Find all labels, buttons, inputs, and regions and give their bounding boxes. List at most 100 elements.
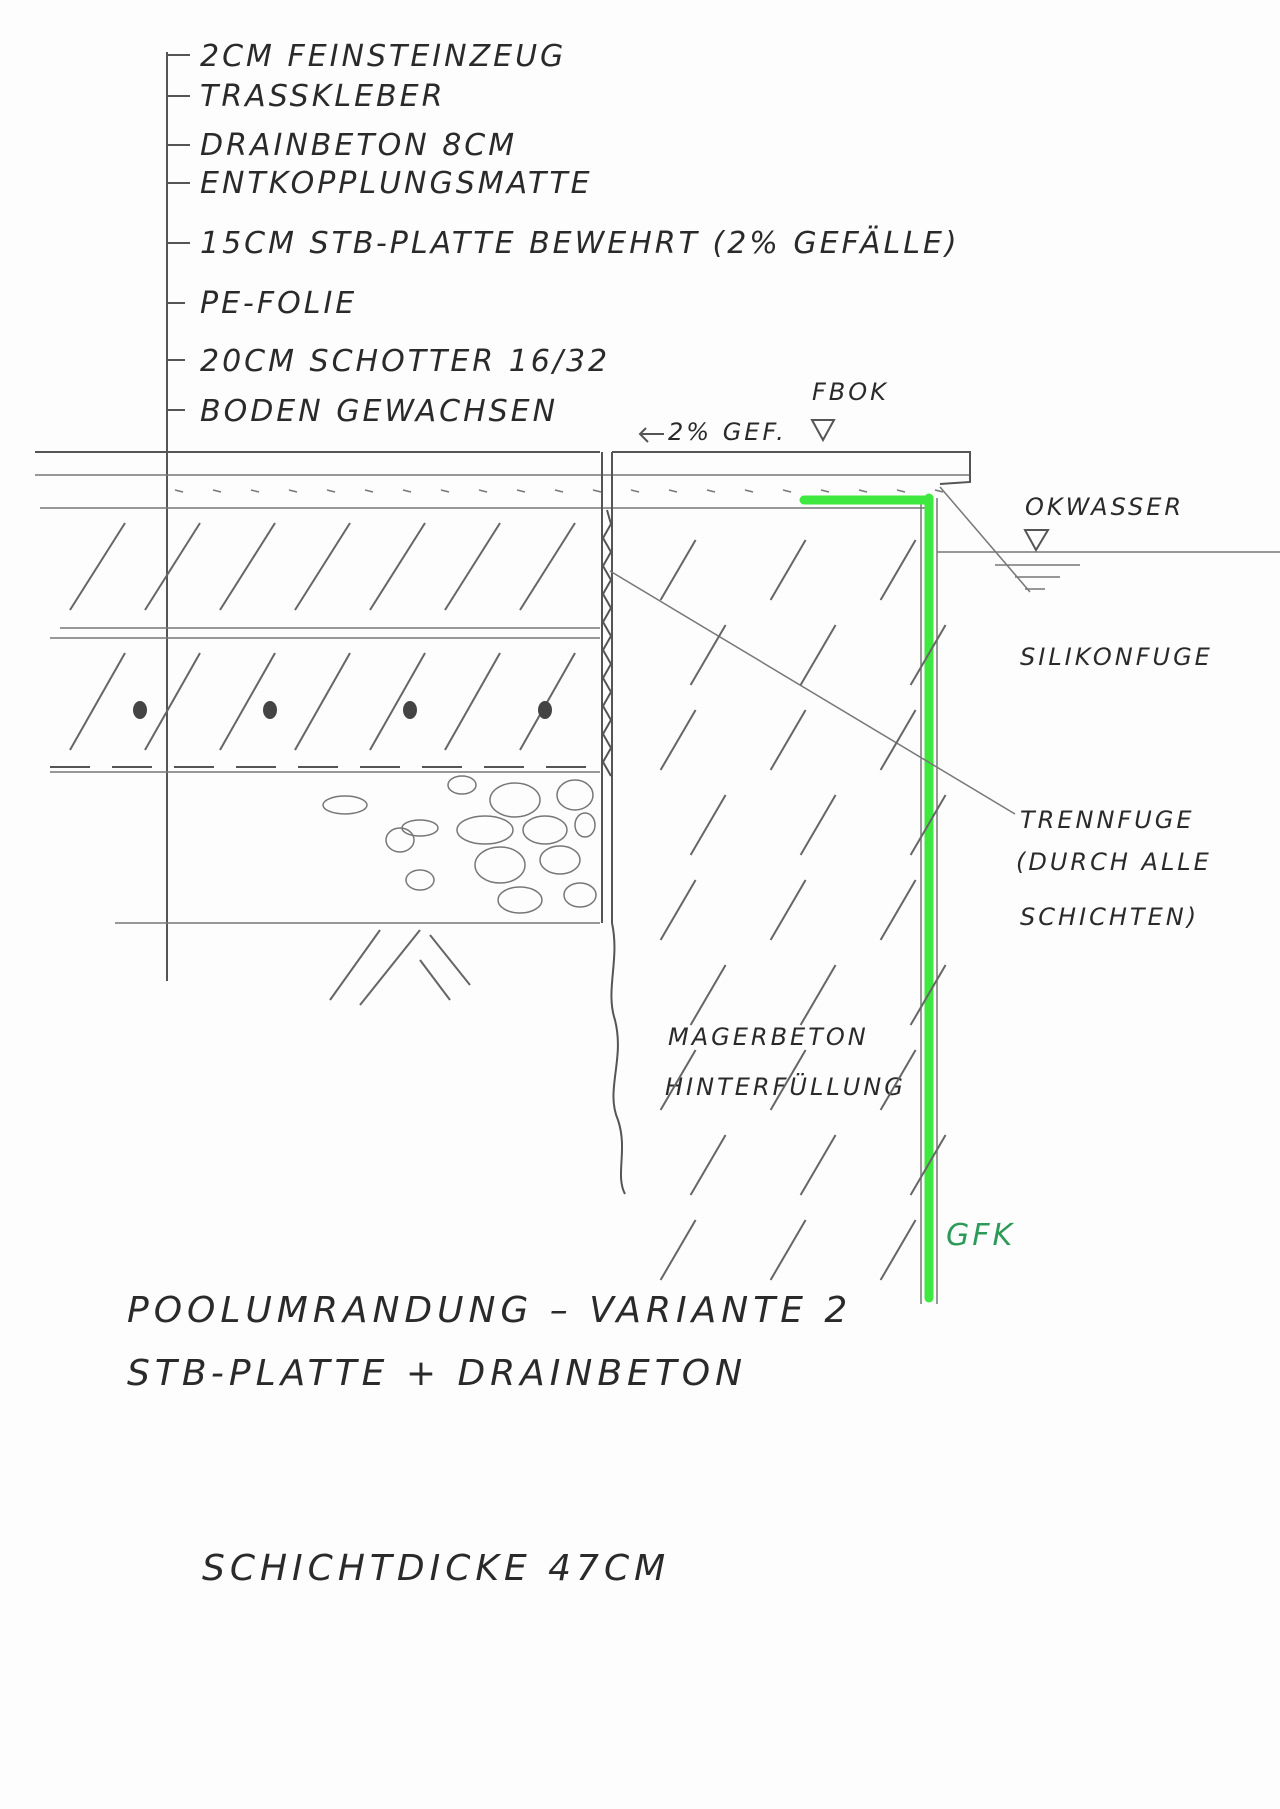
- hatch-stroke: [769, 539, 807, 601]
- subsoil-stroke: [419, 959, 451, 1001]
- hatch-stroke: [799, 1134, 837, 1196]
- hatch-stroke: [144, 652, 201, 751]
- hatch-stroke: [219, 652, 276, 751]
- drain-concrete-speckle: [896, 489, 906, 493]
- gravel-stone: [322, 795, 368, 815]
- hatch-stroke: [909, 1134, 947, 1196]
- silicone-joint-label: SILIKONFUGE: [1020, 643, 1213, 671]
- hatch-stroke: [69, 522, 126, 611]
- separation-joint-label: SCHICHTEN): [1020, 903, 1199, 931]
- hatch-stroke: [659, 879, 697, 941]
- gravel-stone: [456, 815, 514, 845]
- layer-thickness-label: SCHICHTDICKE 47CM: [202, 1548, 670, 1589]
- water-level-label: OKWASSER: [1025, 493, 1184, 521]
- excavation-edge-line: [610, 922, 626, 1195]
- drain-concrete-speckle: [174, 489, 184, 493]
- layer-label-concrete-slab: 15CM STB-PLATTE BEWEHRT (2% GEFÄLLE): [200, 225, 960, 261]
- hatch-stroke: [769, 1219, 807, 1281]
- slope-label: 2% GEF.: [668, 418, 787, 446]
- slope-arrow-icon: [638, 427, 664, 443]
- gravel-stone: [405, 869, 435, 891]
- drain-concrete-speckle: [706, 489, 716, 493]
- rebar-dot: [538, 701, 552, 719]
- rebar-dot: [263, 701, 277, 719]
- drain-concrete-speckle: [592, 489, 602, 493]
- hatch-stroke: [659, 1049, 697, 1111]
- gravel-group: [322, 775, 597, 914]
- gravel-stone: [497, 886, 543, 914]
- subsoil-stroke: [329, 929, 381, 1001]
- hatch-stroke: [769, 879, 807, 941]
- drain-concrete-speckle: [250, 489, 260, 493]
- drain-concrete-speckle: [782, 489, 792, 493]
- hatch-stroke: [369, 652, 426, 751]
- layer-label-pe-foil: PE-FOLIE: [200, 286, 357, 321]
- gravel-stone: [385, 827, 415, 853]
- rebar-dot: [133, 701, 147, 719]
- hatch-stroke: [799, 794, 837, 856]
- gravel-stone: [489, 782, 541, 818]
- hatch-stroke: [659, 1219, 697, 1281]
- drain-concrete-speckle: [288, 489, 298, 493]
- separation-joint-leader: [609, 570, 1016, 815]
- drain-concrete-speckle: [858, 489, 868, 493]
- level-triangle-icon: [810, 419, 836, 443]
- gravel-stone: [556, 779, 594, 811]
- hatch-stroke: [659, 539, 697, 601]
- rebar-dot: [403, 701, 417, 719]
- hatch-stroke: [689, 794, 727, 856]
- hatch-stroke: [219, 522, 276, 611]
- gravel-stone: [447, 775, 477, 795]
- gravel-stone: [474, 846, 526, 884]
- drain-concrete-speckle: [554, 489, 564, 493]
- silicone-joint-leader: [939, 486, 1031, 593]
- hatch-stroke: [799, 624, 837, 686]
- layer-label-decoupling-mat: ENTKOPPLUNGSMATTE: [200, 166, 593, 201]
- hatch-stroke: [769, 709, 807, 771]
- drain-concrete-speckle: [326, 489, 336, 493]
- hatch-stroke: [689, 1134, 727, 1196]
- hatch-stroke: [909, 624, 947, 686]
- right-slab-outline: [612, 451, 971, 485]
- drain-concrete-speckle: [402, 489, 412, 493]
- hatch-stroke: [144, 522, 201, 611]
- hatch-stroke: [444, 522, 501, 611]
- drain-concrete-speckle: [516, 489, 526, 493]
- drain-concrete-speckle: [820, 489, 830, 493]
- hatch-stroke: [294, 652, 351, 751]
- hatch-stroke: [519, 522, 576, 611]
- hatch-stroke: [69, 652, 126, 751]
- drain-concrete-speckle: [668, 489, 678, 493]
- hatch-stroke: [879, 879, 917, 941]
- separation-joint-label: TRENNFUGE: [1020, 806, 1195, 834]
- hatch-stroke: [294, 522, 351, 611]
- layer-label-subsoil: BODEN GEWACHSEN: [200, 394, 558, 429]
- hatch-stroke: [519, 652, 576, 751]
- layer-label-adhesive: TRASSKLEBER: [200, 79, 445, 114]
- layer-label-gravel: 20CM SCHOTTER 16/32: [200, 344, 610, 379]
- hatching-group: [69, 489, 947, 1281]
- drain-concrete-speckle: [440, 489, 450, 493]
- gfk-label: GFK: [946, 1218, 1015, 1253]
- hatch-stroke: [879, 1219, 917, 1281]
- hatch-stroke: [879, 539, 917, 601]
- hatch-stroke: [689, 624, 727, 686]
- hatch-stroke: [879, 1049, 917, 1111]
- gravel-stone: [522, 815, 568, 845]
- gravel-stone: [574, 812, 596, 838]
- hatch-stroke: [909, 964, 947, 1026]
- hatch-stroke: [659, 709, 697, 771]
- joint-filler-zigzag: [601, 509, 613, 777]
- hatch-stroke: [909, 794, 947, 856]
- gravel-stone: [401, 819, 439, 837]
- layer-leader-ticks: [167, 54, 190, 411]
- drain-concrete-speckle: [934, 489, 944, 493]
- drain-concrete-speckle: [744, 489, 754, 493]
- separation-joint-label: (DURCH ALLE: [1016, 848, 1212, 876]
- backfill-label: MAGERBETON: [668, 1023, 869, 1051]
- hatch-stroke: [769, 1049, 807, 1111]
- hatch-stroke: [689, 964, 727, 1026]
- gravel-stone: [563, 882, 597, 908]
